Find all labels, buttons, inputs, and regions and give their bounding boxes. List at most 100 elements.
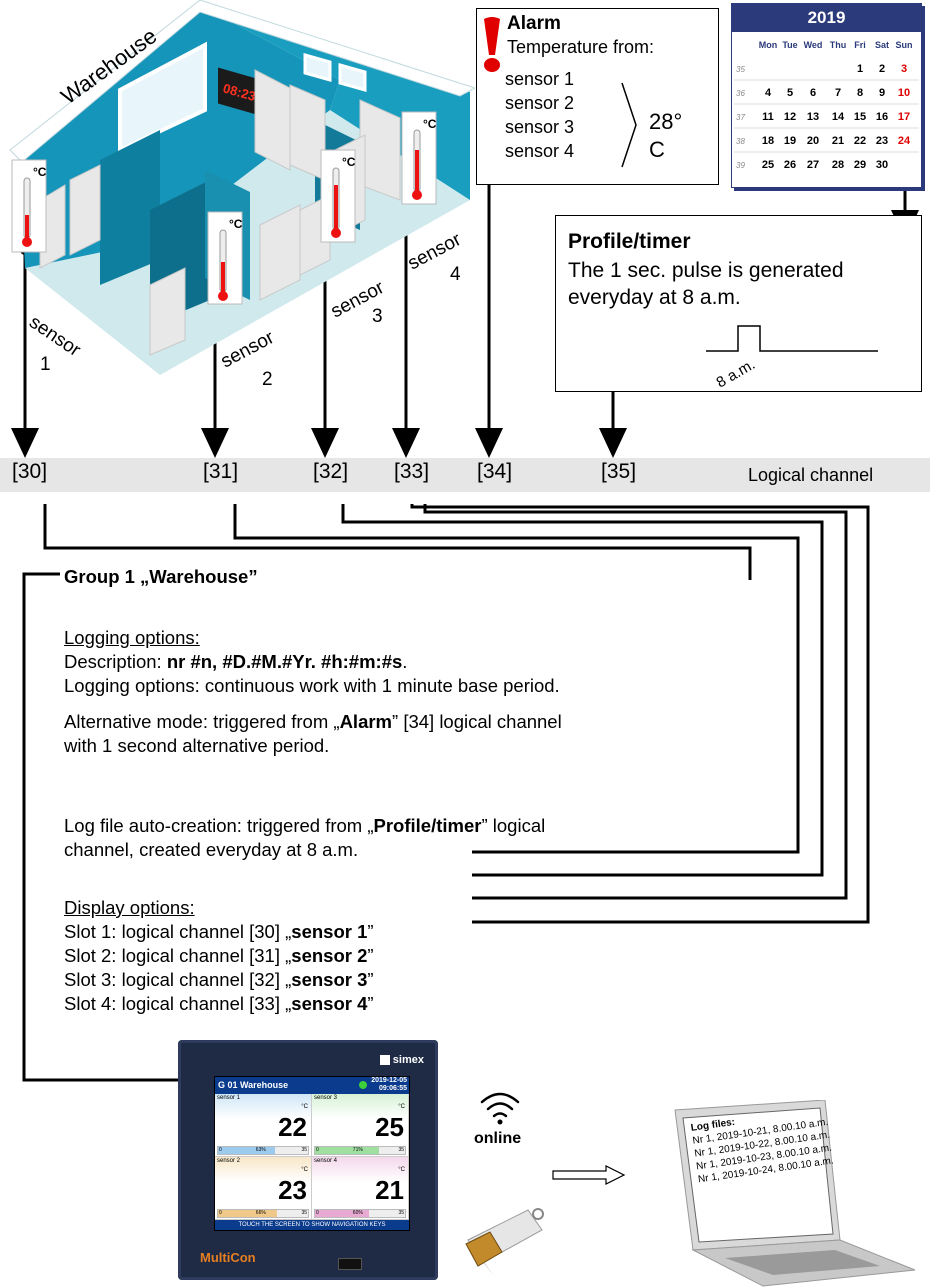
screen-title: G 01 Warehouse [218,1080,289,1090]
tile-bar-fill [218,1210,278,1217]
autocreation-line: Log file auto-creation: triggered from „… [64,815,546,836]
weekday-sun: Sun [896,40,913,50]
tile-max: 35 [398,1147,404,1153]
slot2-route [341,504,824,877]
alarm-sensor-1: sensor 1 [505,69,575,89]
calendar-day[interactable]: 28 [832,159,844,171]
screen-time: 09:06:55 [378,1085,407,1092]
calendar-day[interactable]: 15 [854,111,866,123]
slot3-route [423,504,848,900]
svg-text:°C: °C [33,165,47,179]
profile-line-1: The 1 sec. pulse is generated [568,259,844,282]
channel-30: [30] [12,460,48,483]
profile-timer-box: Profile/timer The 1 sec. pulse is genera… [555,215,922,392]
sensor-number-3: 3 [372,306,383,327]
thermometer-1-icon [11,159,47,253]
slot-3-line: Slot 3: logical channel [32] „sensor 3” [64,968,374,992]
tile-unit: °C [398,1104,405,1110]
calendar-day[interactable]: 7 [835,87,841,99]
tile-pct: 63% [255,1147,266,1153]
tile-value: 25 [375,1112,404,1142]
calendar-day[interactable]: 12 [784,111,796,123]
screen-footer: TOUCH THE SCREEN TO SHOW NAVIGATION KEYS [215,1220,409,1230]
pulse-diagram: 8 a.m. [706,325,878,392]
screen-date: 2019-12-05 [371,1077,407,1084]
logging-line: Logging options: continuous work with 1 … [64,675,560,696]
calendar-day[interactable]: 3 [901,63,907,75]
channel-35: [35] [601,460,637,483]
transfer-arrow-icon [552,1165,626,1185]
calendar-day[interactable]: 29 [854,159,866,171]
logical-channel-bar [0,458,930,492]
weekday-thu: Thu [830,40,847,50]
calendar-day[interactable]: 17 [898,111,910,123]
alarm-threshold-unit: C [649,137,665,162]
calendar-day[interactable]: 8 [857,87,863,99]
calendar-day[interactable]: 22 [854,135,866,147]
week-number: 35 [736,65,745,74]
profile-line-2: everyday at 8 a.m. [568,286,741,309]
tile-value: 23 [278,1175,307,1205]
sensor-number-2: 2 [262,369,273,390]
usb-stick-icon [465,1208,544,1276]
svg-text:°C: °C [423,117,437,131]
tile-name: sensor 4 [314,1158,338,1164]
thermometer-4-icon [401,111,437,205]
calendar-year: 2019 [732,4,921,32]
calendar-day[interactable]: 10 [898,87,910,99]
calendar-day[interactable]: 14 [832,111,845,123]
calendar-day[interactable]: 30 [876,159,888,171]
calendar-day[interactable]: 26 [784,159,796,171]
weekday-tue: Tue [782,40,797,50]
week-number: 37 [736,113,745,122]
tile-bar-fill [315,1210,369,1217]
calendar-day[interactable]: 5 [787,87,793,99]
calendar-day[interactable]: 2 [879,63,885,75]
svg-text:°C: °C [342,155,356,169]
calendar-day[interactable]: 9 [879,87,885,99]
alternative-mode-line: Alternative mode: triggered from „Alarm”… [64,711,562,732]
tile-name: sensor 3 [314,1095,338,1101]
calendar-day[interactable]: 25 [762,159,774,171]
calendar-day[interactable]: 18 [762,135,774,147]
svg-text:°C: °C [229,217,243,231]
channel-31: [31] [203,460,239,483]
calendar-day[interactable]: 6 [810,87,816,99]
calendar-day[interactable]: 11 [762,111,774,123]
tile-value: 22 [278,1112,307,1142]
calendar-day[interactable]: 4 [765,87,772,99]
week-number: 39 [736,161,745,170]
calendar-day[interactable]: 1 [857,63,863,75]
calendar-day[interactable]: 19 [784,135,796,147]
calendar-day[interactable]: 23 [876,135,888,147]
tile-name: sensor 1 [217,1095,241,1101]
calendar-day[interactable]: 13 [807,111,819,123]
calendar-day[interactable]: 20 [807,135,819,147]
warehouse-illustration: 08:23 °C °C °C ° [9,0,475,390]
pulse-label: 8 a.m. [714,356,759,392]
profile-title: Profile/timer [568,230,691,253]
usb-port-icon [338,1258,362,1270]
description-line: Description: nr #n, #D.#M.#Yr. #h:#m:#s. [64,651,408,672]
tile-unit: °C [301,1167,308,1173]
weekday-mon: Mon [759,40,778,50]
weekday-fri: Fri [854,40,866,50]
alternative-mode-line-2: with 1 second alternative period. [64,735,330,756]
calendar-day[interactable]: 21 [832,135,844,147]
tile-min: 0 [316,1210,319,1216]
calendar-day[interactable]: 24 [898,135,911,147]
calendar-day[interactable]: 27 [807,159,819,171]
calendar-day[interactable]: 16 [876,111,888,123]
